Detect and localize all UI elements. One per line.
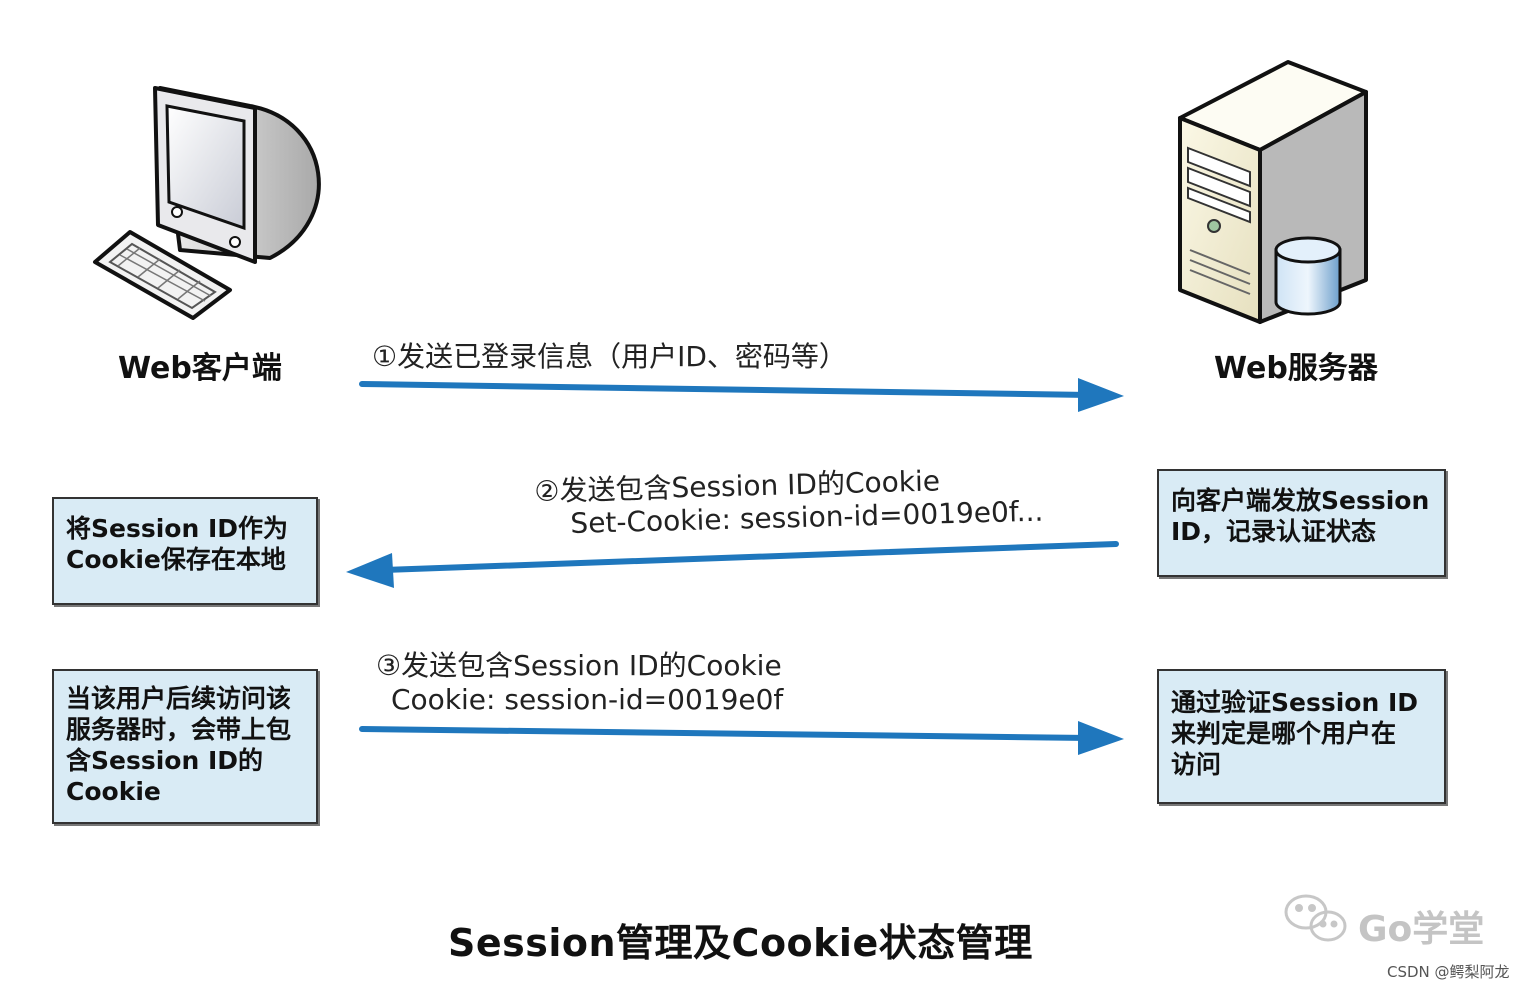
diagram-caption: Session管理及Cookie状态管理 [448, 921, 1033, 965]
box-text-line: 向客户端发放Session [1171, 486, 1430, 515]
box-server-verify: 通过验证Session ID 来判定是哪个用户在 访问 [1157, 669, 1446, 804]
box-text-line: Cookie保存在本地 [66, 545, 286, 574]
csdn-credit: CSDN @鳄梨阿龙 [1387, 963, 1510, 981]
box-text-line: 将Session ID作为 [66, 514, 289, 543]
arrow-login [359, 378, 1124, 412]
computer-icon [93, 86, 321, 320]
box-text-line: ID，记录认证状态 [1171, 517, 1377, 546]
box-text-line: 服务器时，会带上包 [66, 715, 292, 744]
box-text-line: 当该用户后续访问该 [66, 684, 292, 713]
message-login: ①发送已登录信息（用户ID、密码等） [372, 340, 847, 373]
box-text-line: 通过验证Session ID [1171, 688, 1419, 717]
message-send-cookie-header: Cookie: session-id=0019e0f [391, 683, 784, 716]
box-client-save-cookie: 将Session ID作为 Cookie保存在本地 [52, 497, 318, 605]
client-label: Web客户端 [118, 351, 282, 386]
wechat-icon [1284, 894, 1347, 942]
server-icon [1178, 60, 1368, 324]
message-send-cookie-title: ③发送包含Session ID的Cookie [376, 649, 782, 682]
box-text-line: 含Session ID的 [66, 746, 264, 775]
watermark-text: Go学堂 [1358, 909, 1485, 950]
box-text-line: 来判定是哪个用户在 [1171, 719, 1397, 748]
arrow-set-cookie [346, 541, 1119, 588]
arrow-send-cookie [359, 721, 1124, 755]
box-text-line: Cookie [66, 777, 161, 806]
server-label: Web服务器 [1214, 351, 1378, 386]
box-server-issue-session: 向客户端发放Session ID，记录认证状态 [1157, 469, 1446, 577]
box-text-line: 访问 [1171, 750, 1222, 779]
box-client-revisit: 当该用户后续访问该 服务器时，会带上包 含Session ID的 Cookie [52, 669, 318, 824]
